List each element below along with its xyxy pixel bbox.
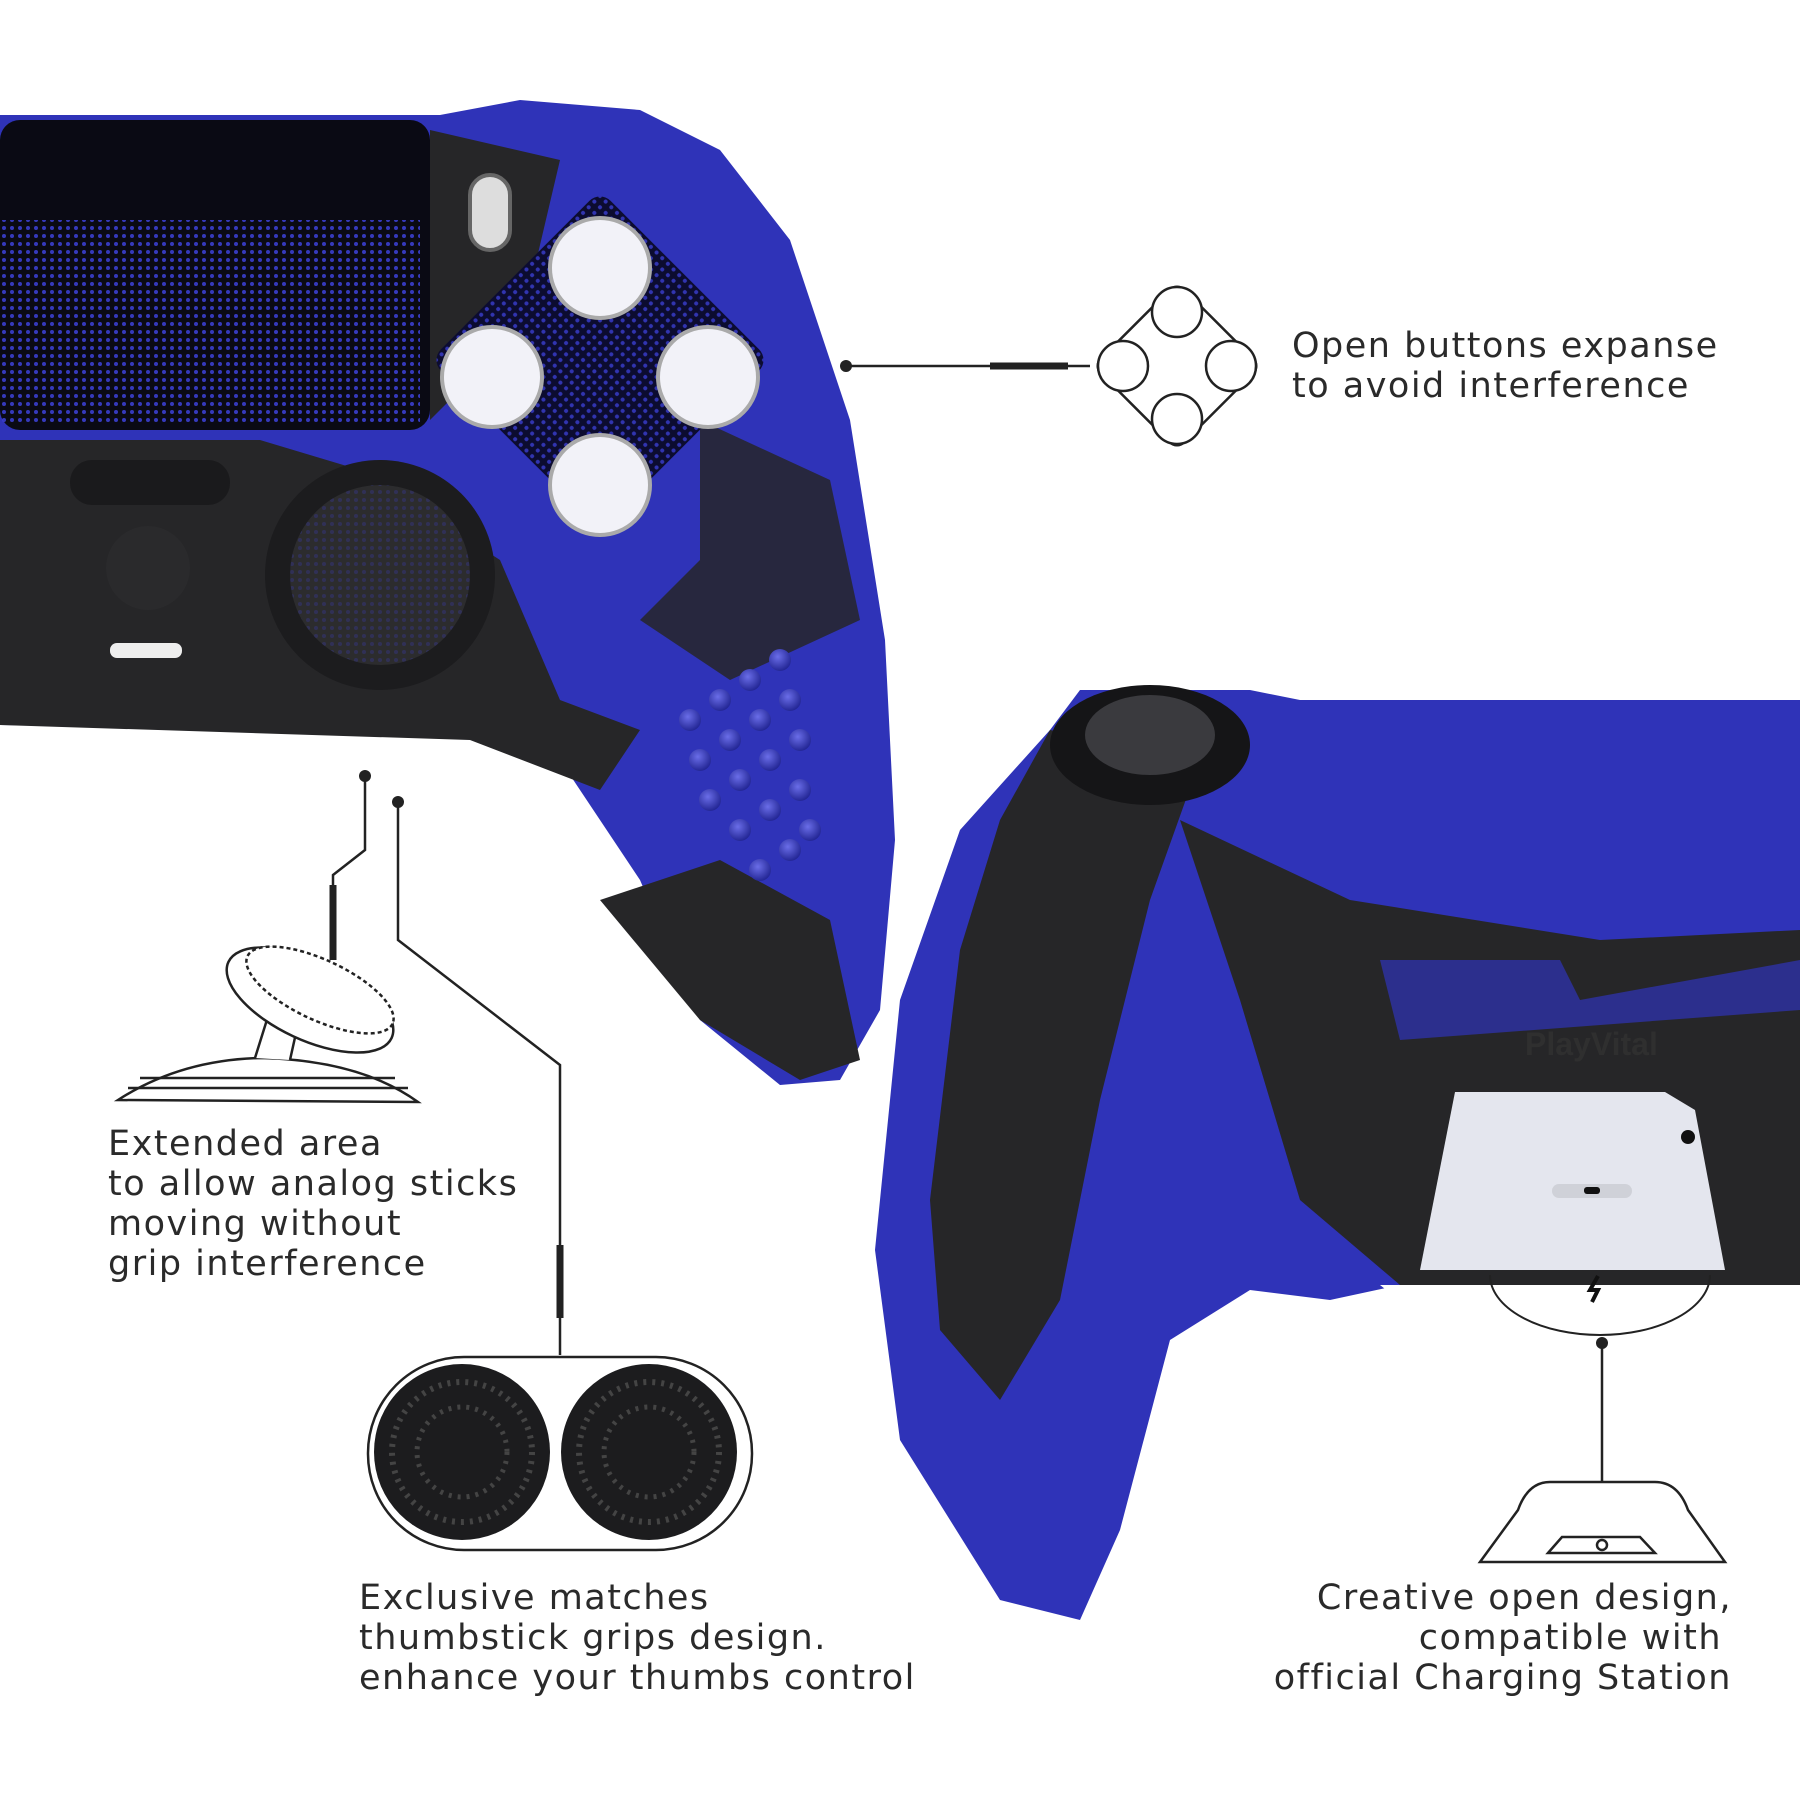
brand-logo: PlayVital <box>1525 1026 1658 1062</box>
create-button <box>468 173 512 252</box>
face-buttons <box>440 216 760 537</box>
caption-line: to avoid interference <box>1292 366 1690 406</box>
grip-studs <box>679 649 821 881</box>
controller-front-view <box>0 100 895 1085</box>
caption-line: moving without <box>108 1204 403 1244</box>
controller-back-view: PlayVital <box>875 685 1800 1620</box>
controller-back-panel <box>1420 1092 1725 1270</box>
analog-stick-icon <box>113 945 422 1104</box>
caption-line: Open buttons expanse <box>1292 326 1719 366</box>
charging-station-icon <box>1477 1480 1728 1564</box>
caption-line: grip interference <box>108 1244 427 1284</box>
callout-thumbstick-text: Exclusive matches thumbstick grips desig… <box>359 1578 916 1698</box>
caption-line: compatible with <box>1418 1618 1722 1658</box>
caption-line: official Charging Station <box>1273 1658 1732 1698</box>
face-buttons-diamond-icon <box>1096 285 1258 447</box>
caption-line: Extended area <box>108 1124 383 1164</box>
callout-lines <box>329 362 1604 1482</box>
caption-line: to allow analog sticks <box>108 1164 519 1204</box>
caption-line: Creative open design, <box>1316 1578 1732 1618</box>
callout-buttons-text: Open buttons expanse to avoid interferen… <box>1292 326 1719 406</box>
caption-line: thumbstick grips design. <box>359 1618 827 1658</box>
caption-line: enhance your thumbs control <box>359 1658 916 1698</box>
thumbstick-grips-icon <box>366 1355 754 1552</box>
caption-line: Exclusive matches <box>359 1578 710 1618</box>
callout-analog-text: Extended area to allow analog sticks mov… <box>108 1124 518 1284</box>
callout-charging-text: Creative open design, compatible with of… <box>1274 1578 1732 1698</box>
